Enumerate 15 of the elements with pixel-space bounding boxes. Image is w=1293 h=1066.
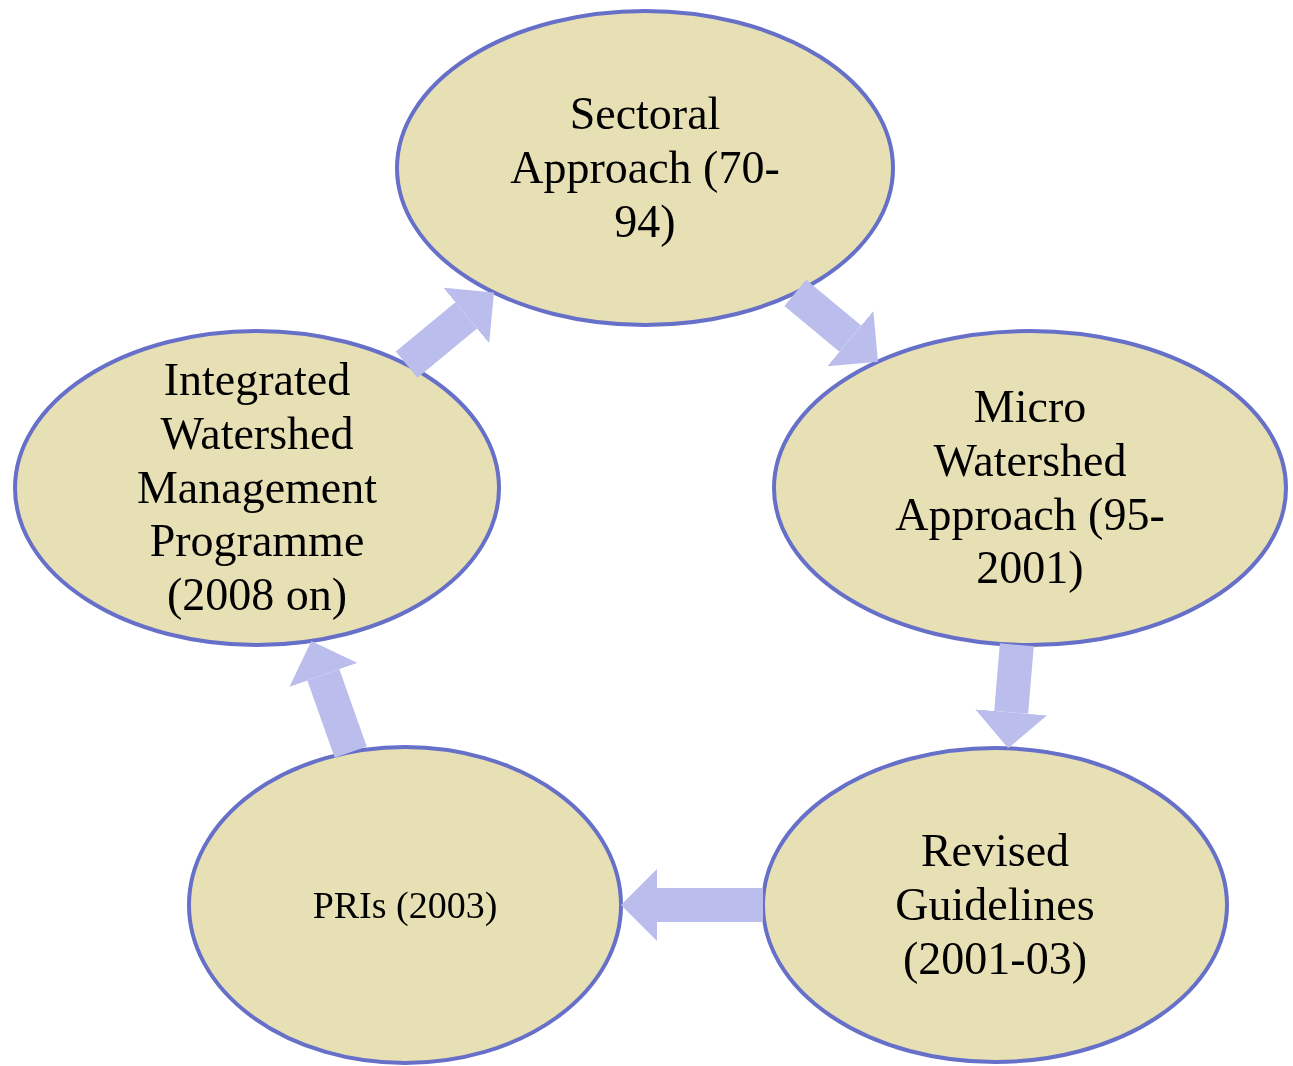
stage-label: Integrated Watershed Management Programme (2008 on) <box>135 353 379 623</box>
stage-label: Micro Watershed Approach (95-2001) <box>894 380 1166 596</box>
stage-ellipse <box>186 744 624 1066</box>
block-arrow <box>784 279 878 367</box>
stage-ellipse <box>760 745 1230 1065</box>
stage-label: Sectoral Approach (70-94) <box>509 87 781 249</box>
stage-ellipse <box>394 8 896 328</box>
stage-ellipse <box>12 328 502 648</box>
stage-label: PRIs (2003) <box>311 882 499 928</box>
stage-ellipse <box>771 328 1289 648</box>
stage-label: Revised Guidelines (2001-03) <box>894 824 1096 986</box>
block-arrow <box>621 869 763 941</box>
block-arrow <box>395 287 494 378</box>
block-arrow <box>975 643 1048 749</box>
block-arrow <box>289 641 367 758</box>
